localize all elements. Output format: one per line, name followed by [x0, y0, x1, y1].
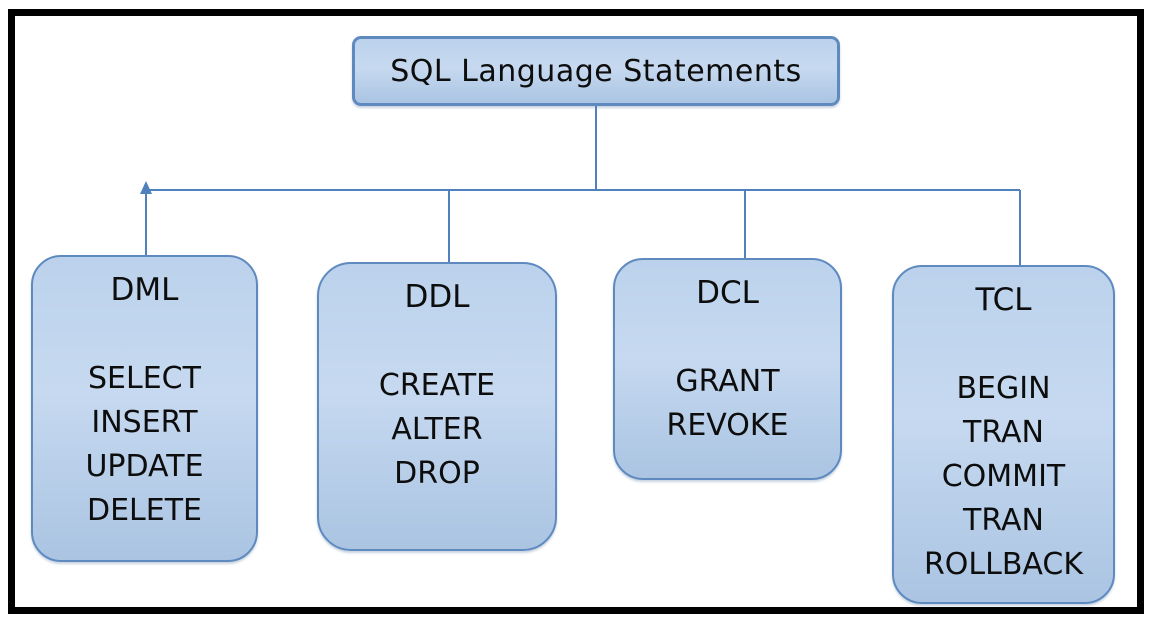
statement-label: TRAN — [963, 415, 1044, 450]
node-tcl: TCL BEGIN TRAN COMMIT TRAN ROLLBACK — [892, 265, 1115, 604]
statement-label: BEGIN — [956, 371, 1051, 406]
statement-label: ROLLBACK — [923, 547, 1084, 582]
statement-list: BEGIN TRAN COMMIT TRAN ROLLBACK — [894, 367, 1113, 587]
node-root: SQL Language Statements — [352, 36, 840, 106]
category-name: DCL — [696, 275, 759, 311]
statement-label: DELETE — [86, 493, 202, 528]
statement-label: UPDATE — [85, 449, 204, 484]
node-ddl: DDL CREATE ALTER DROP — [317, 262, 557, 551]
statement-label: SELECT — [88, 361, 201, 396]
statement-label: COMMIT — [941, 459, 1066, 494]
category-name: DML — [110, 272, 179, 308]
statement-label: DROP — [394, 456, 480, 491]
statement-label: TRAN — [963, 503, 1044, 538]
statement-label: REVOKE — [666, 408, 789, 443]
diagram-title: SQL Language Statements — [390, 53, 802, 89]
node-dml: DML SELECT INSERT UPDATE DELETE — [31, 255, 258, 562]
statement-label: GRANT — [675, 364, 780, 399]
statement-label: ALTER — [391, 412, 483, 447]
statement-list: CREATE ALTER DROP — [319, 364, 555, 496]
statement-list: SELECT INSERT UPDATE DELETE — [33, 357, 256, 533]
statement-list: GRANT REVOKE — [615, 360, 840, 448]
category-name: DDL — [404, 279, 470, 315]
node-dcl: DCL GRANT REVOKE — [613, 258, 842, 480]
category-name: TCL — [975, 282, 1032, 318]
statement-label: INSERT — [91, 405, 198, 440]
statement-label: CREATE — [378, 368, 496, 403]
